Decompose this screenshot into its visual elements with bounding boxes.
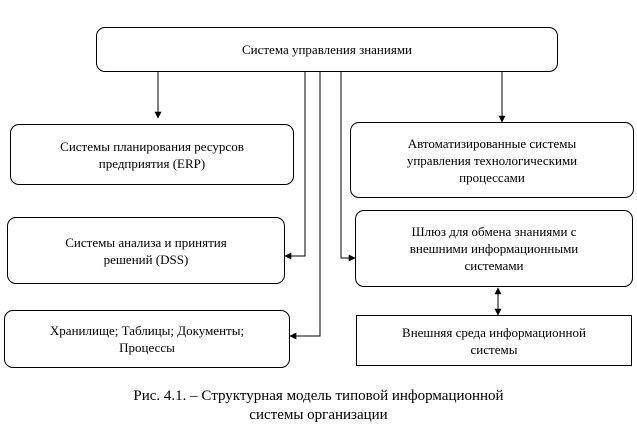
external-box: Внешняя среда информационной системы [356,315,632,366]
dss-box: Системы анализа и принятия решений (DSS) [7,217,285,284]
kms-label: Система управления знаниями [241,42,413,57]
acs-box: Автоматизированные системы управления те… [350,122,634,198]
erp-label: Системы планирования ресурсов предприяти… [60,138,244,171]
gateway-label: Шлюз для обмена знаниями с внешними инфо… [409,224,579,273]
arrow-kms-to-gateway [340,72,356,262]
dss-label: Системы анализа и принятия решений (DSS) [65,234,227,267]
storage-label: Хранилище; Таблицы; Документы; Процессы [49,323,245,355]
gateway-box: Шлюз для обмена знаниями с внешними инфо… [355,210,633,287]
figure-caption: Рис. 4.1. – Структурная модель типовой и… [133,388,504,423]
acs-label: Автоматизированные системы управления те… [406,135,578,185]
erp-box: Системы планирования ресурсов предприяти… [10,124,294,185]
arrow-kms-to-storage [289,72,321,340]
storage-box: Хранилище; Таблицы; Документы; Процессы [4,310,290,368]
kms-box: Система управления знаниями [96,27,558,72]
arrow-kms-to-dss [284,72,306,260]
external-label: Внешняя среда информационной системы [402,324,586,357]
